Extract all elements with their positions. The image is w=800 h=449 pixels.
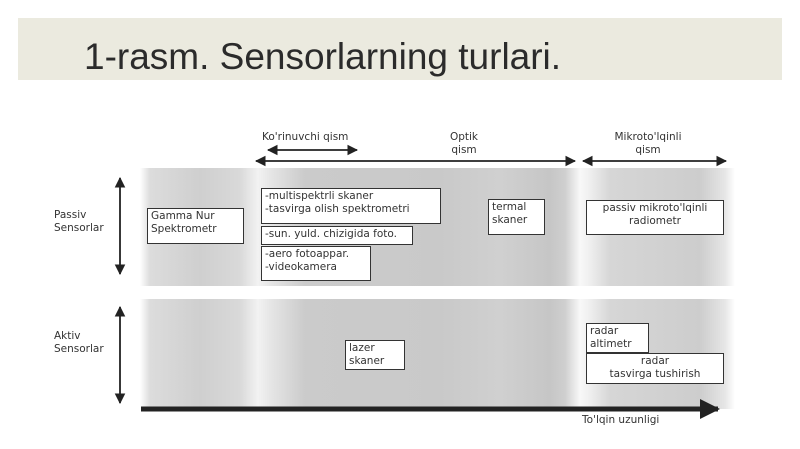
wavelength-label: To'lqin uzunligi [582, 414, 660, 426]
visible-region-label: Ko'rinuvchi qism [262, 131, 349, 143]
title-band [18, 18, 782, 80]
slide-title: 1-rasm. Sensorlarning turlari. [84, 36, 562, 77]
aero-camera-box: -aero fotoappar.-videokamera [261, 246, 371, 281]
satellite-photo-box: -sun. yuld. chizigida foto. [261, 226, 413, 245]
multispectral-scanner-box: -multispektrli skaner-tasvirga olish spe… [261, 188, 441, 224]
